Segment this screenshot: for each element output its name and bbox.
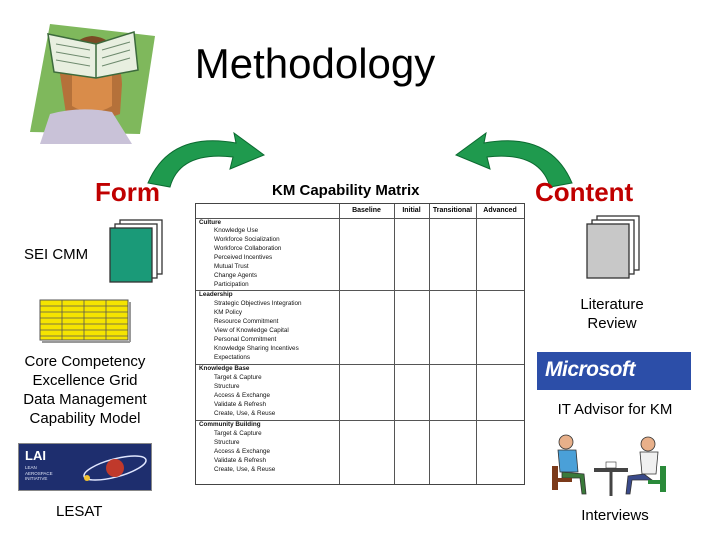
matrix-row: Validate & Refresh — [214, 457, 267, 464]
literature-line: Review — [587, 315, 637, 332]
matrix-section: Knowledge Base — [199, 365, 250, 372]
matrix-column-header: Advanced — [483, 207, 517, 214]
matrix-row: Validate & Refresh — [214, 401, 267, 408]
matrix-row: Resource Commitment — [214, 318, 279, 325]
matrix-column-header: Baseline — [352, 207, 381, 214]
matrix-row: Structure — [214, 383, 240, 390]
competency-line: Excellence Grid — [32, 372, 138, 389]
microsoft-logo: Microsoft — [537, 352, 691, 390]
matrix-row: Target & Capture — [214, 430, 262, 437]
lai-logo-subtitle: LEAN AEROSPACE INITIATIVE — [25, 465, 53, 481]
form-label: Form — [95, 177, 160, 207]
matrix-row: Access & Exchange — [214, 448, 271, 455]
orbit-icon — [83, 455, 147, 481]
matrix-row: Knowledge Use — [214, 227, 259, 234]
matrix-row: Workforce Socialization — [214, 236, 280, 243]
competency-block: Core Competency Excellence Grid Data Man… — [10, 352, 160, 428]
matrix-row: Change Agents — [214, 272, 258, 279]
literature-review-label: Literature Review — [552, 295, 672, 333]
matrix-row: Perceived Incentives — [214, 254, 273, 261]
matrix-row: Target & Capture — [214, 374, 262, 381]
matrix-row: Create, Use, & Reuse — [214, 410, 276, 417]
matrix-row: Expectations — [214, 354, 251, 361]
curved-arrow-icon — [454, 131, 573, 188]
it-advisor-label: IT Advisor for KM — [557, 401, 673, 418]
content-label: Content — [535, 177, 634, 207]
matrix-row: Strategic Objectives Integration — [214, 300, 302, 307]
matrix-row: Structure — [214, 439, 240, 446]
km-capability-matrix: Baseline Initial Transitional Advanced C… — [195, 203, 525, 485]
reader-head-icon — [30, 24, 155, 144]
document-stack-icon — [109, 219, 163, 283]
matrix-row: View of Knowledge Capital — [214, 327, 289, 334]
interviews-label: Interviews — [581, 507, 649, 524]
sei-cmm-label: SEI CMM — [24, 246, 89, 263]
matrix-column-header: Transitional — [432, 207, 473, 214]
matrix-row: Workforce Collaboration — [214, 245, 282, 252]
matrix-row: Knowledge Sharing Incentives — [214, 345, 299, 352]
matrix-section: Culture — [199, 219, 222, 226]
matrix-row: Participation — [214, 281, 249, 288]
lai-logo: LAI LEAN AEROSPACE INITIATIVE — [18, 443, 152, 491]
literature-line: Literature — [580, 296, 644, 313]
meeting-people-icon — [552, 434, 666, 496]
matrix-row: KM Policy — [214, 309, 242, 316]
competency-line: Capability Model — [29, 410, 141, 427]
matrix-row: Access & Exchange — [214, 392, 271, 399]
matrix-row: Mutual Trust — [214, 263, 249, 270]
matrix-section: Community Building — [199, 421, 261, 428]
document-stack-icon — [586, 215, 640, 279]
competency-line: Core Competency — [24, 353, 146, 370]
lesat-label: LESAT — [56, 503, 103, 520]
matrix-row: Personal Commitment — [214, 336, 277, 343]
curved-arrow-icon — [147, 131, 266, 188]
competency-line: Data Management — [23, 391, 147, 408]
page-title: Methodology — [194, 40, 436, 87]
lai-logo-title: LAI — [25, 448, 46, 463]
matrix-row: Create, Use, & Reuse — [214, 466, 276, 473]
matrix-section: Leadership — [199, 291, 233, 298]
spreadsheet-icon — [39, 299, 131, 343]
microsoft-logo-text: Microsoft — [545, 358, 636, 381]
matrix-column-header: Initial — [402, 207, 421, 214]
matrix-title: KM Capability Matrix — [272, 182, 420, 199]
